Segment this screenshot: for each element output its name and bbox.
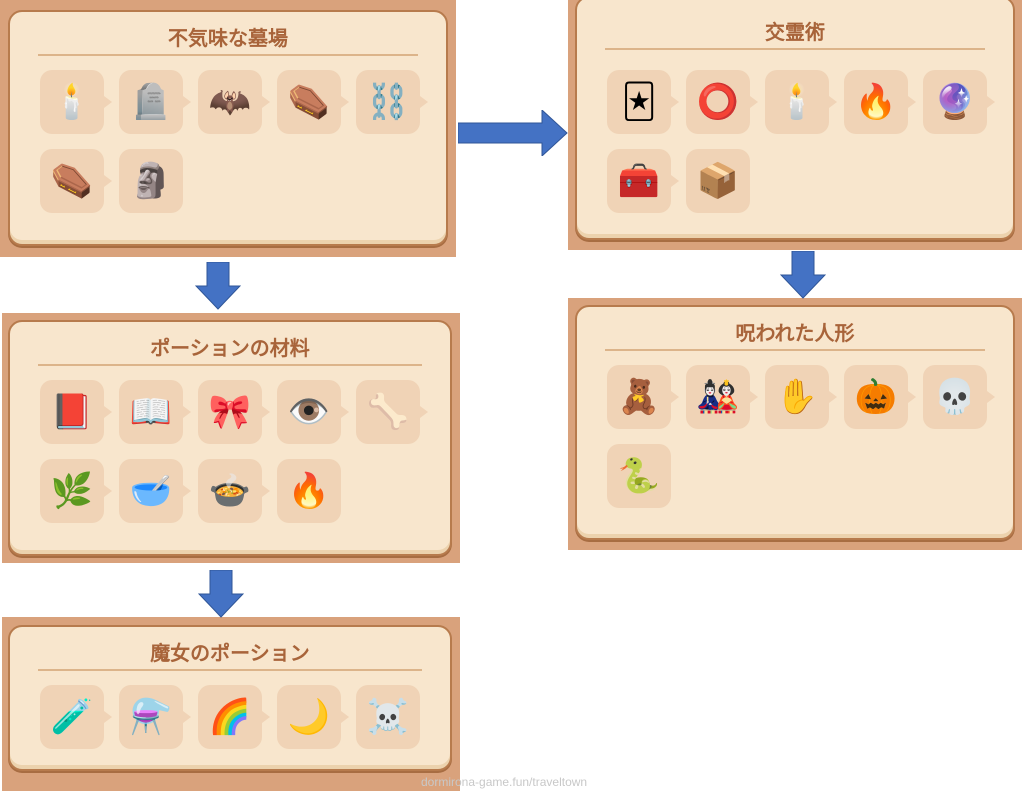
item-tile[interactable]: ⚰️ bbox=[277, 70, 349, 134]
arrow-right-icon bbox=[458, 110, 568, 156]
item-tile[interactable]: 🦇 bbox=[198, 70, 270, 134]
item-icon: ⚗️ bbox=[129, 697, 173, 737]
item-icon: 📖 bbox=[129, 392, 173, 432]
item-tile[interactable]: ⛓️ bbox=[356, 70, 428, 134]
card: 呪われた人形 🧸 🎎 ✋ 🎃 💀 🐍 bbox=[575, 305, 1015, 540]
item-tile[interactable]: 🌙 bbox=[277, 685, 349, 749]
item-icon: 📦 bbox=[696, 161, 740, 201]
item-tile[interactable]: 🕯️ bbox=[40, 70, 112, 134]
item-icon: ☠️ bbox=[366, 697, 410, 737]
panel-necromancy: 交霊術 🃏 ⭕ 🕯️ 🔥 🔮 🧰 📦 bbox=[568, 0, 1022, 250]
item-icon: 🗿 bbox=[129, 161, 173, 201]
item-icon: 📕 bbox=[50, 392, 94, 432]
panel-cursed-dolls: 呪われた人形 🧸 🎎 ✋ 🎃 💀 🐍 bbox=[568, 298, 1022, 550]
item-tile[interactable]: ⚗️ bbox=[119, 685, 191, 749]
item-chain: 📕 📖 🎀 👁️ 🦴 🌿 🥣 🍲 🔥 bbox=[40, 380, 428, 523]
card: 不気味な墓場 🕯️ 🪦 🦇 ⚰️ ⛓️ ⚰️ 🗿 bbox=[8, 10, 448, 246]
card: ポーションの材料 📕 📖 🎀 👁️ 🦴 🌿 🥣 🍲 🔥 bbox=[8, 320, 452, 556]
item-tile[interactable]: ⚰️ bbox=[40, 149, 112, 213]
item-icon: 🐍 bbox=[617, 456, 661, 496]
panel-title: ポーションの材料 bbox=[150, 336, 310, 360]
item-icon: 🦇 bbox=[208, 82, 252, 122]
panel-title: 魔女のポーション bbox=[150, 641, 310, 665]
panel-witch-potions: 魔女のポーション 🧪 ⚗️ 🌈 🌙 ☠️ bbox=[2, 617, 460, 791]
item-tile[interactable]: 🔮 bbox=[923, 70, 995, 134]
item-icon: 🦴 bbox=[366, 392, 410, 432]
divider bbox=[38, 669, 422, 671]
item-chain: 🕯️ 🪦 🦇 ⚰️ ⛓️ ⚰️ 🗿 bbox=[40, 70, 428, 213]
item-tile[interactable]: 🧸 bbox=[607, 365, 679, 429]
item-tile[interactable]: 🐍 bbox=[607, 444, 671, 508]
item-tile[interactable]: 🌈 bbox=[198, 685, 270, 749]
divider bbox=[38, 364, 422, 366]
item-icon: 💀 bbox=[933, 377, 977, 417]
item-icon: ⚰️ bbox=[287, 82, 331, 122]
panel-title: 呪われた人形 bbox=[735, 321, 855, 345]
item-tile[interactable]: 🎃 bbox=[844, 365, 916, 429]
arrow-down-icon bbox=[780, 251, 826, 299]
item-tile[interactable]: 🔥 bbox=[844, 70, 916, 134]
divider bbox=[38, 54, 418, 56]
item-icon: 🌿 bbox=[50, 471, 94, 511]
divider bbox=[605, 48, 985, 50]
item-icon: 🧰 bbox=[617, 161, 661, 201]
item-icon: 🪦 bbox=[129, 82, 173, 122]
item-icon: ⚰️ bbox=[50, 161, 94, 201]
item-tile[interactable]: ✋ bbox=[765, 365, 837, 429]
item-tile[interactable]: 💀 bbox=[923, 365, 995, 429]
watermark: dormirona-game.fun/traveltown bbox=[421, 775, 588, 789]
item-icon: ⛓️ bbox=[366, 82, 410, 122]
item-tile[interactable]: 🔥 bbox=[277, 459, 341, 523]
item-icon: 🥣 bbox=[129, 471, 173, 511]
item-tile[interactable]: 🪦 bbox=[119, 70, 191, 134]
item-icon: 🎀 bbox=[208, 392, 252, 432]
item-tile[interactable]: 🃏 bbox=[607, 70, 679, 134]
item-icon: 🃏 bbox=[621, 82, 657, 122]
item-tile[interactable]: 🗿 bbox=[119, 149, 183, 213]
item-tile[interactable]: 🕯️ bbox=[765, 70, 837, 134]
item-tile[interactable]: 🎀 bbox=[198, 380, 270, 444]
item-icon: ⭕ bbox=[696, 82, 740, 122]
item-tile[interactable]: 🧰 bbox=[607, 149, 679, 213]
item-icon: 🌈 bbox=[208, 697, 252, 737]
item-tile[interactable]: ⭕ bbox=[686, 70, 758, 134]
item-tile[interactable]: 📖 bbox=[119, 380, 191, 444]
item-icon: 🔮 bbox=[933, 82, 977, 122]
item-icon: 👁️ bbox=[287, 392, 331, 432]
item-chain: 🧸 🎎 ✋ 🎃 💀 🐍 bbox=[607, 365, 995, 508]
item-icon: 🔥 bbox=[854, 82, 898, 122]
arrow-down-icon bbox=[195, 262, 241, 310]
item-icon: 🌙 bbox=[287, 697, 331, 737]
item-icon: 🔥 bbox=[287, 471, 331, 511]
item-icon: 🧸 bbox=[617, 377, 661, 417]
item-tile[interactable]: 🥣 bbox=[119, 459, 191, 523]
item-icon: 🎎 bbox=[696, 377, 740, 417]
item-icon: 🕯️ bbox=[775, 82, 819, 122]
panel-title: 不気味な墓場 bbox=[168, 26, 288, 50]
panel-title: 交霊術 bbox=[765, 20, 825, 44]
item-tile[interactable]: 🦴 bbox=[356, 380, 428, 444]
card: 魔女のポーション 🧪 ⚗️ 🌈 🌙 ☠️ bbox=[8, 625, 452, 771]
item-chain: 🧪 ⚗️ 🌈 🌙 ☠️ bbox=[40, 685, 420, 749]
item-tile[interactable]: 📕 bbox=[40, 380, 112, 444]
item-tile[interactable]: 🍲 bbox=[198, 459, 270, 523]
panel-graveyard: 不気味な墓場 🕯️ 🪦 🦇 ⚰️ ⛓️ ⚰️ 🗿 bbox=[0, 0, 456, 257]
item-tile[interactable]: 👁️ bbox=[277, 380, 349, 444]
item-icon: 🍲 bbox=[208, 471, 252, 511]
item-icon: ✋ bbox=[775, 377, 819, 417]
item-icon: 🎃 bbox=[854, 377, 898, 417]
item-icon: 🕯️ bbox=[50, 82, 94, 122]
item-tile[interactable]: ☠️ bbox=[356, 685, 420, 749]
item-tile[interactable]: 🎎 bbox=[686, 365, 758, 429]
item-chain: 🃏 ⭕ 🕯️ 🔥 🔮 🧰 📦 bbox=[607, 70, 995, 213]
card: 交霊術 🃏 ⭕ 🕯️ 🔥 🔮 🧰 📦 bbox=[575, 0, 1015, 240]
divider bbox=[605, 349, 985, 351]
item-tile[interactable]: 📦 bbox=[686, 149, 750, 213]
item-icon: 🧪 bbox=[50, 697, 94, 737]
arrow-down-icon bbox=[198, 570, 244, 618]
item-tile[interactable]: 🌿 bbox=[40, 459, 112, 523]
panel-potion-ingredients: ポーションの材料 📕 📖 🎀 👁️ 🦴 🌿 🥣 🍲 🔥 bbox=[2, 313, 460, 563]
item-tile[interactable]: 🧪 bbox=[40, 685, 112, 749]
